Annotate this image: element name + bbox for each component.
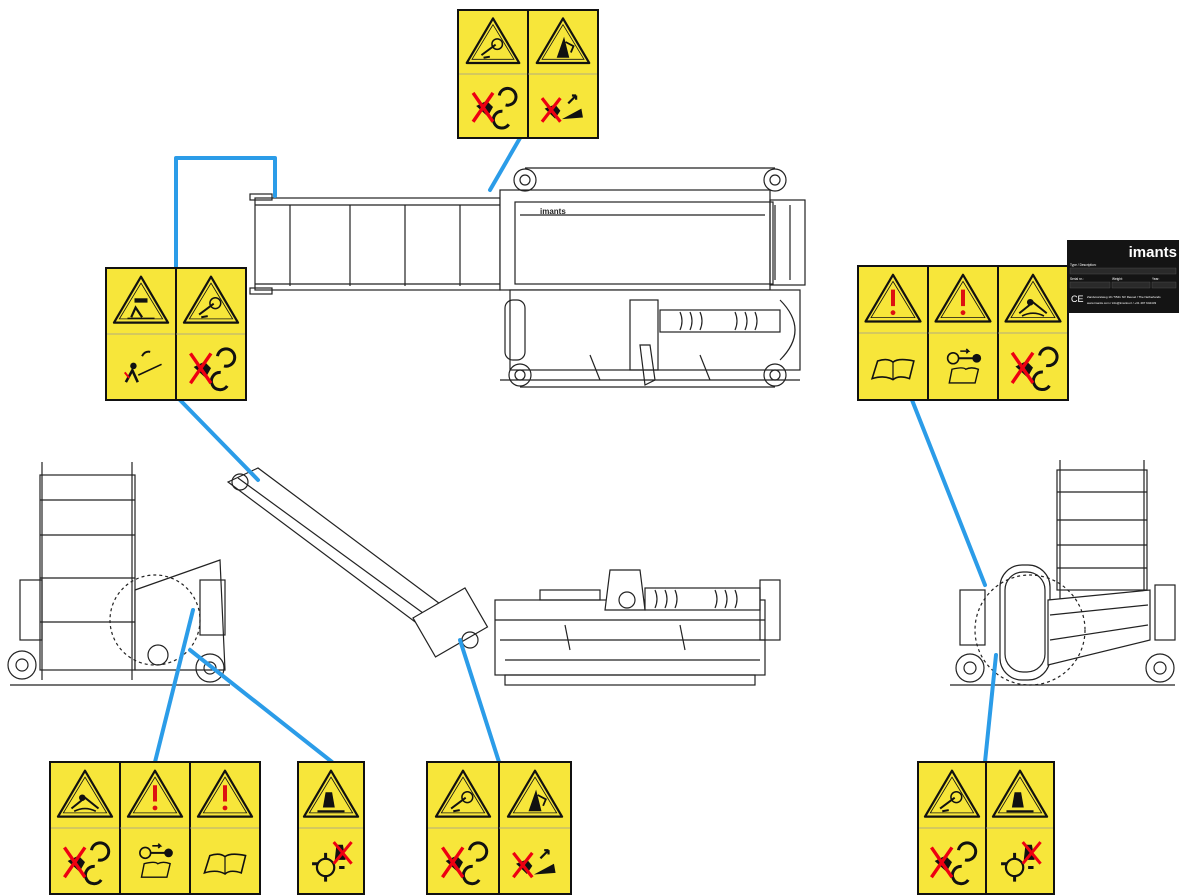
- safety-decal: [985, 761, 1055, 895]
- plate-type-label: Type / Description:: [1070, 263, 1097, 267]
- no-foot-rotor-icon: [1001, 841, 1042, 882]
- safety-decal: [927, 265, 999, 401]
- safety-decal: [917, 761, 987, 895]
- machine-top-view: imants: [249, 167, 806, 388]
- foot-crush-warning-icon: [991, 769, 1049, 818]
- safety-decal-group-left-upper: [105, 267, 247, 401]
- machine-rear-view: [950, 460, 1176, 686]
- machine-body-label: imants: [540, 207, 566, 216]
- no-hand-rotating-parts-icon: [471, 86, 518, 130]
- remove-key-read-manual-icon: [139, 843, 173, 878]
- belt-entanglement-warning-icon: [182, 275, 240, 324]
- callout-line: [188, 648, 334, 764]
- general-warning-icon: [196, 769, 254, 818]
- safety-decal-group-right-upper: [857, 265, 1069, 401]
- safety-decal-group-top: [457, 9, 599, 139]
- no-hand-pinch-point-icon: [512, 849, 556, 879]
- general-warning-icon: [864, 273, 922, 323]
- safety-decal: [527, 9, 599, 139]
- no-hand-rotating-parts-icon: [441, 841, 489, 886]
- general-warning-icon: [126, 769, 184, 818]
- callout-line: [174, 156, 277, 270]
- safety-decal-group-bottom-left-triple: [49, 761, 261, 895]
- safety-decal: [297, 761, 365, 895]
- safety-decal: [498, 761, 572, 895]
- read-manual-icon: [203, 853, 247, 875]
- callout-line: [910, 398, 987, 587]
- no-hand-rotating-parts-icon: [930, 841, 978, 886]
- belt-entanglement-warning-icon: [923, 769, 981, 818]
- callout-line: [153, 608, 195, 764]
- general-warning-icon: [934, 273, 992, 323]
- person-entanglement-warning-icon: [56, 769, 114, 818]
- no-hand-pinch-point-icon: [540, 94, 583, 123]
- safety-decal-group-bottom-left-single: [297, 761, 365, 895]
- callout-line: [983, 653, 998, 764]
- remove-key-read-manual-icon: [946, 348, 982, 384]
- foot-crush-warning-icon: [302, 769, 360, 818]
- machine-front-view: [7, 462, 230, 686]
- plate-address: Zandvoorstweg 19 / 5541 NV Reusel / The …: [1087, 295, 1161, 299]
- person-entanglement-warning-icon: [1004, 273, 1062, 323]
- safety-decal-group-bottom-right: [917, 761, 1055, 895]
- safety-decal: [175, 267, 247, 401]
- safety-decal: [857, 265, 929, 401]
- no-hand-rotating-parts-icon: [1010, 346, 1059, 391]
- plate-contact: www.imants.com / info@imants.nl / +31 49…: [1087, 301, 1156, 305]
- id-plate: imants Type / Description: Serial nr.: W…: [1067, 240, 1179, 313]
- safety-decal-group-bottom-center: [426, 761, 572, 895]
- plate-serial-label: Serial nr.:: [1070, 277, 1084, 281]
- plate-year-label: Year:: [1152, 277, 1159, 281]
- callout-line: [178, 398, 260, 482]
- safety-decal: [49, 761, 121, 895]
- safety-decal: [119, 761, 191, 895]
- safety-decal: [189, 761, 261, 895]
- machine-side-view: [226, 467, 781, 686]
- belt-entanglement-warning-icon: [465, 17, 521, 65]
- falling-load-warning-icon: [112, 275, 170, 324]
- callout-line: [488, 136, 522, 192]
- plate-weight-label: Weight:: [1112, 277, 1123, 281]
- belt-entanglement-warning-icon: [434, 769, 492, 818]
- person-struck-by-lever-icon: [123, 350, 162, 383]
- read-manual-icon: [870, 358, 915, 381]
- plate-brand: imants: [1129, 244, 1177, 261]
- safety-decal: [426, 761, 500, 895]
- no-hand-rotating-parts-icon: [189, 347, 237, 392]
- callout-line: [458, 638, 501, 764]
- hand-crush-warning-icon: [506, 769, 564, 818]
- safety-decal: [105, 267, 177, 401]
- hand-crush-warning-icon: [535, 17, 591, 65]
- no-foot-rotor-icon: [312, 841, 353, 882]
- no-hand-rotating-parts-icon: [63, 841, 111, 886]
- safety-decal: [997, 265, 1069, 401]
- plate-ce-mark: CE: [1071, 294, 1084, 304]
- safety-decal: [457, 9, 529, 139]
